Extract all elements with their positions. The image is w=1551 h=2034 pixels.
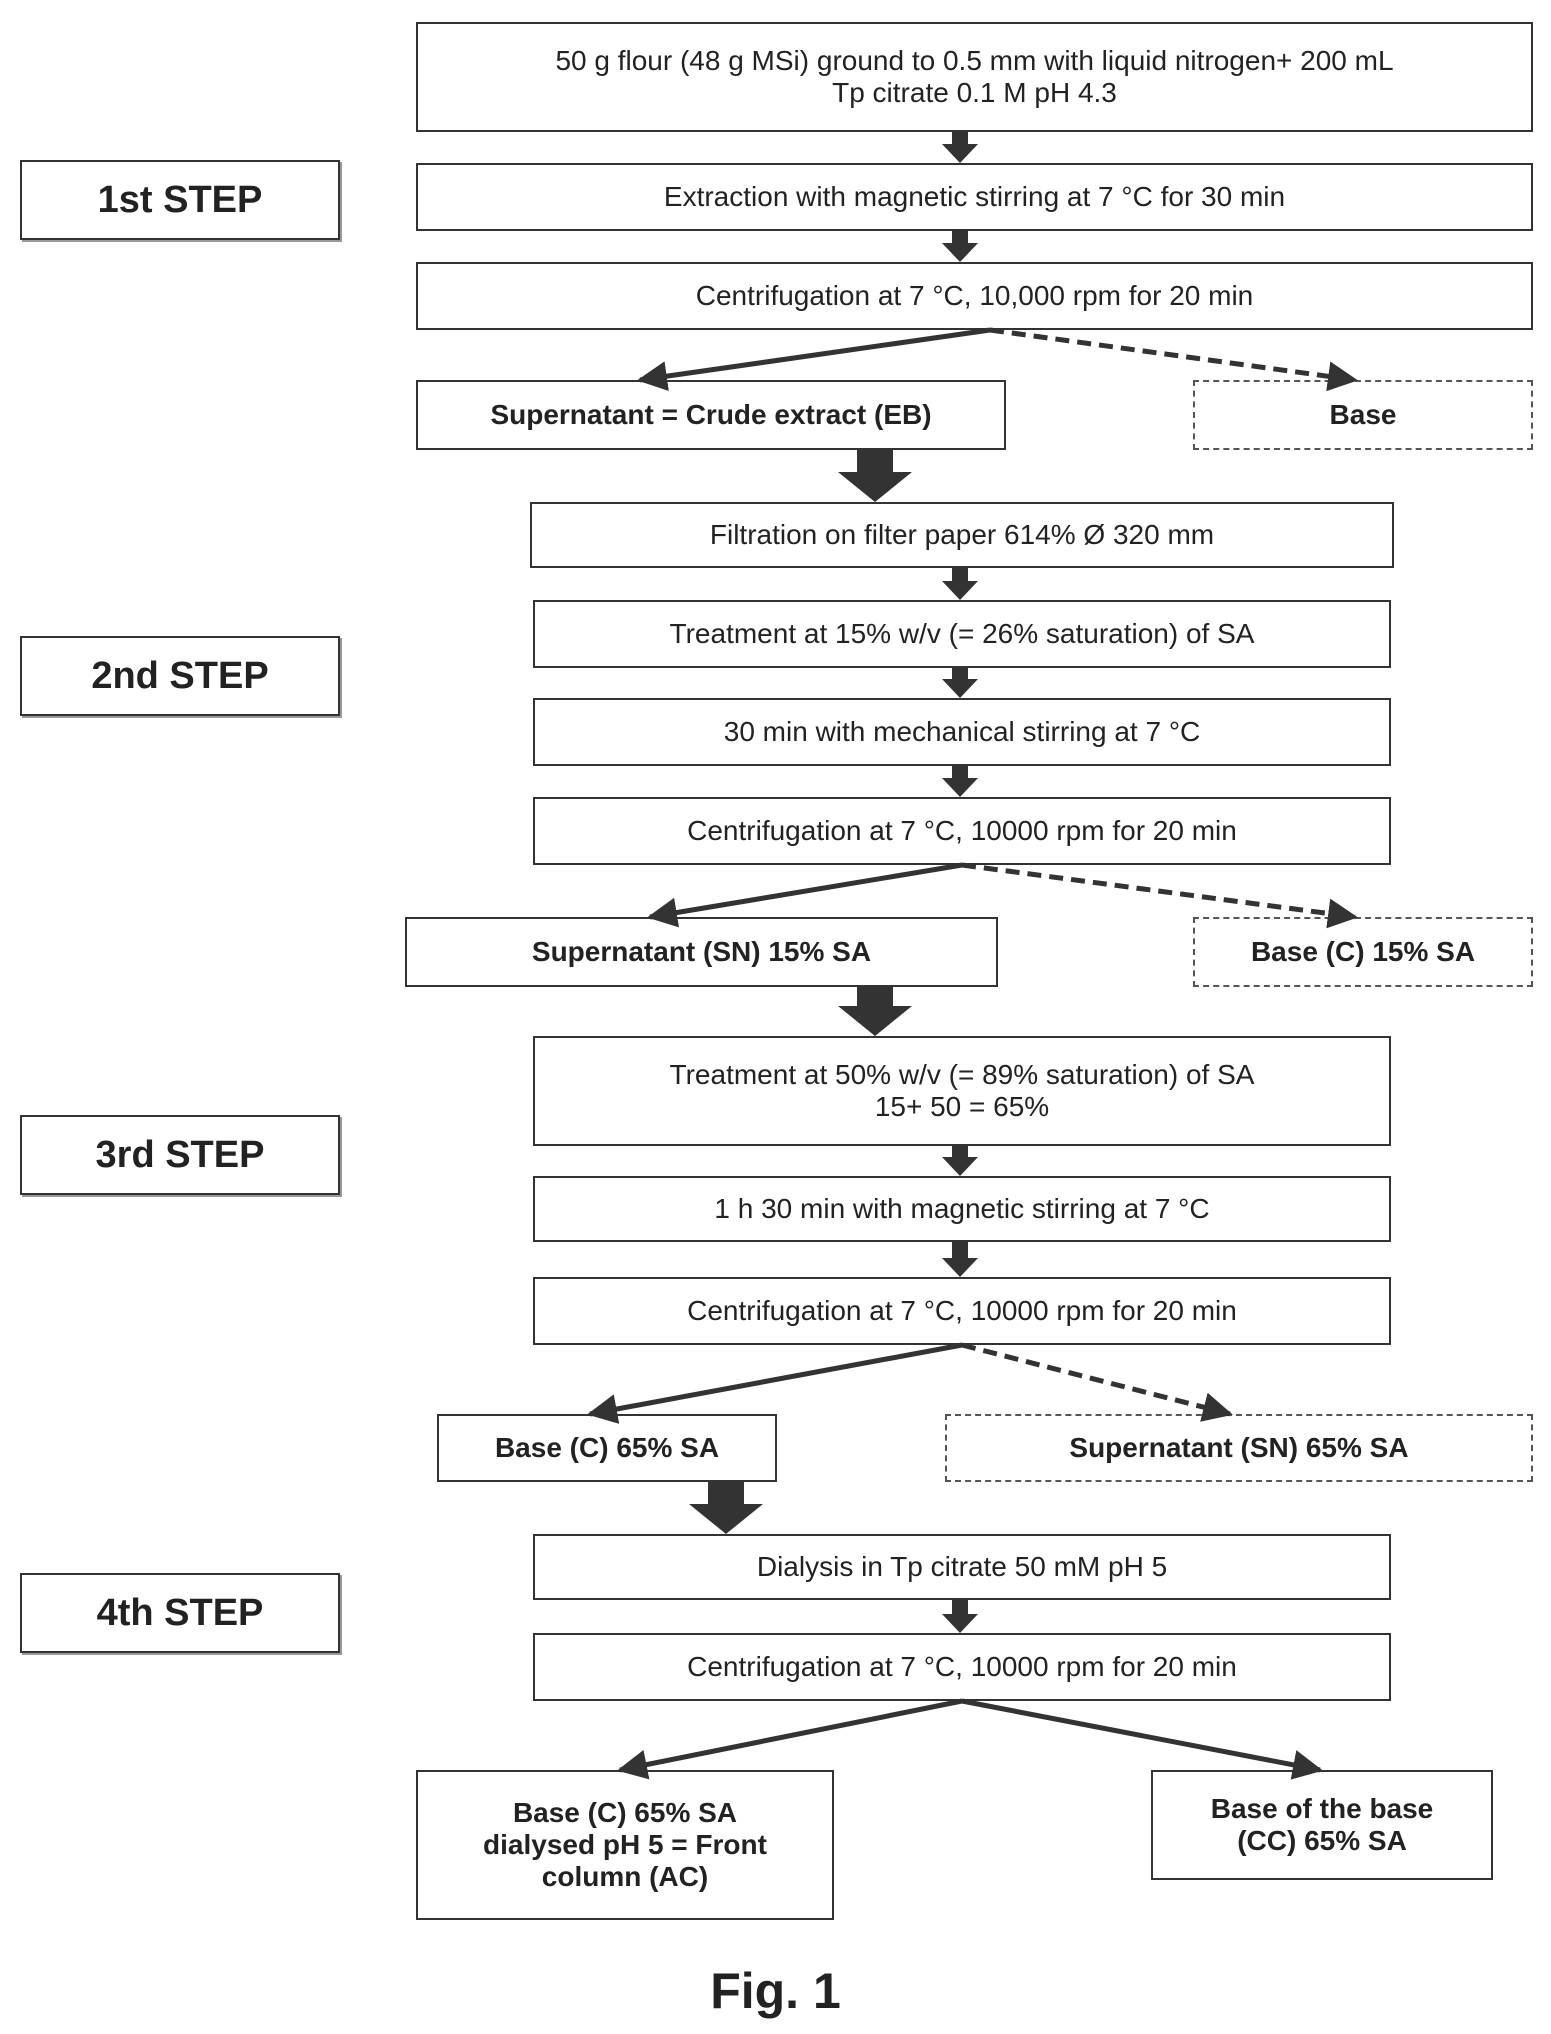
arrow-to-base-15: [962, 865, 1355, 917]
arrow-down: [942, 568, 978, 600]
arrow-down-large: [838, 450, 912, 502]
arrow-down: [942, 668, 978, 698]
arrow-down: [942, 1600, 978, 1633]
arrow-down: [942, 1146, 978, 1176]
arrow-down-large: [838, 987, 912, 1036]
arrow-to-base-of-base: [962, 1701, 1320, 1770]
arrow-down: [942, 766, 978, 797]
arrow-down: [942, 231, 978, 262]
arrow-to-front-column: [620, 1701, 962, 1770]
arrow-to-base-discard: [990, 330, 1355, 380]
arrow-down-large: [689, 1482, 763, 1534]
arrow-to-supernatant-65: [962, 1345, 1230, 1414]
arrow-down: [942, 132, 978, 163]
figure-caption: Fig. 1: [0, 1962, 1551, 2020]
arrow-to-crude-extract: [640, 330, 990, 380]
arrow-to-base-65: [590, 1345, 962, 1414]
arrow-to-supernatant-15: [650, 865, 962, 917]
arrow-down: [942, 1242, 978, 1277]
